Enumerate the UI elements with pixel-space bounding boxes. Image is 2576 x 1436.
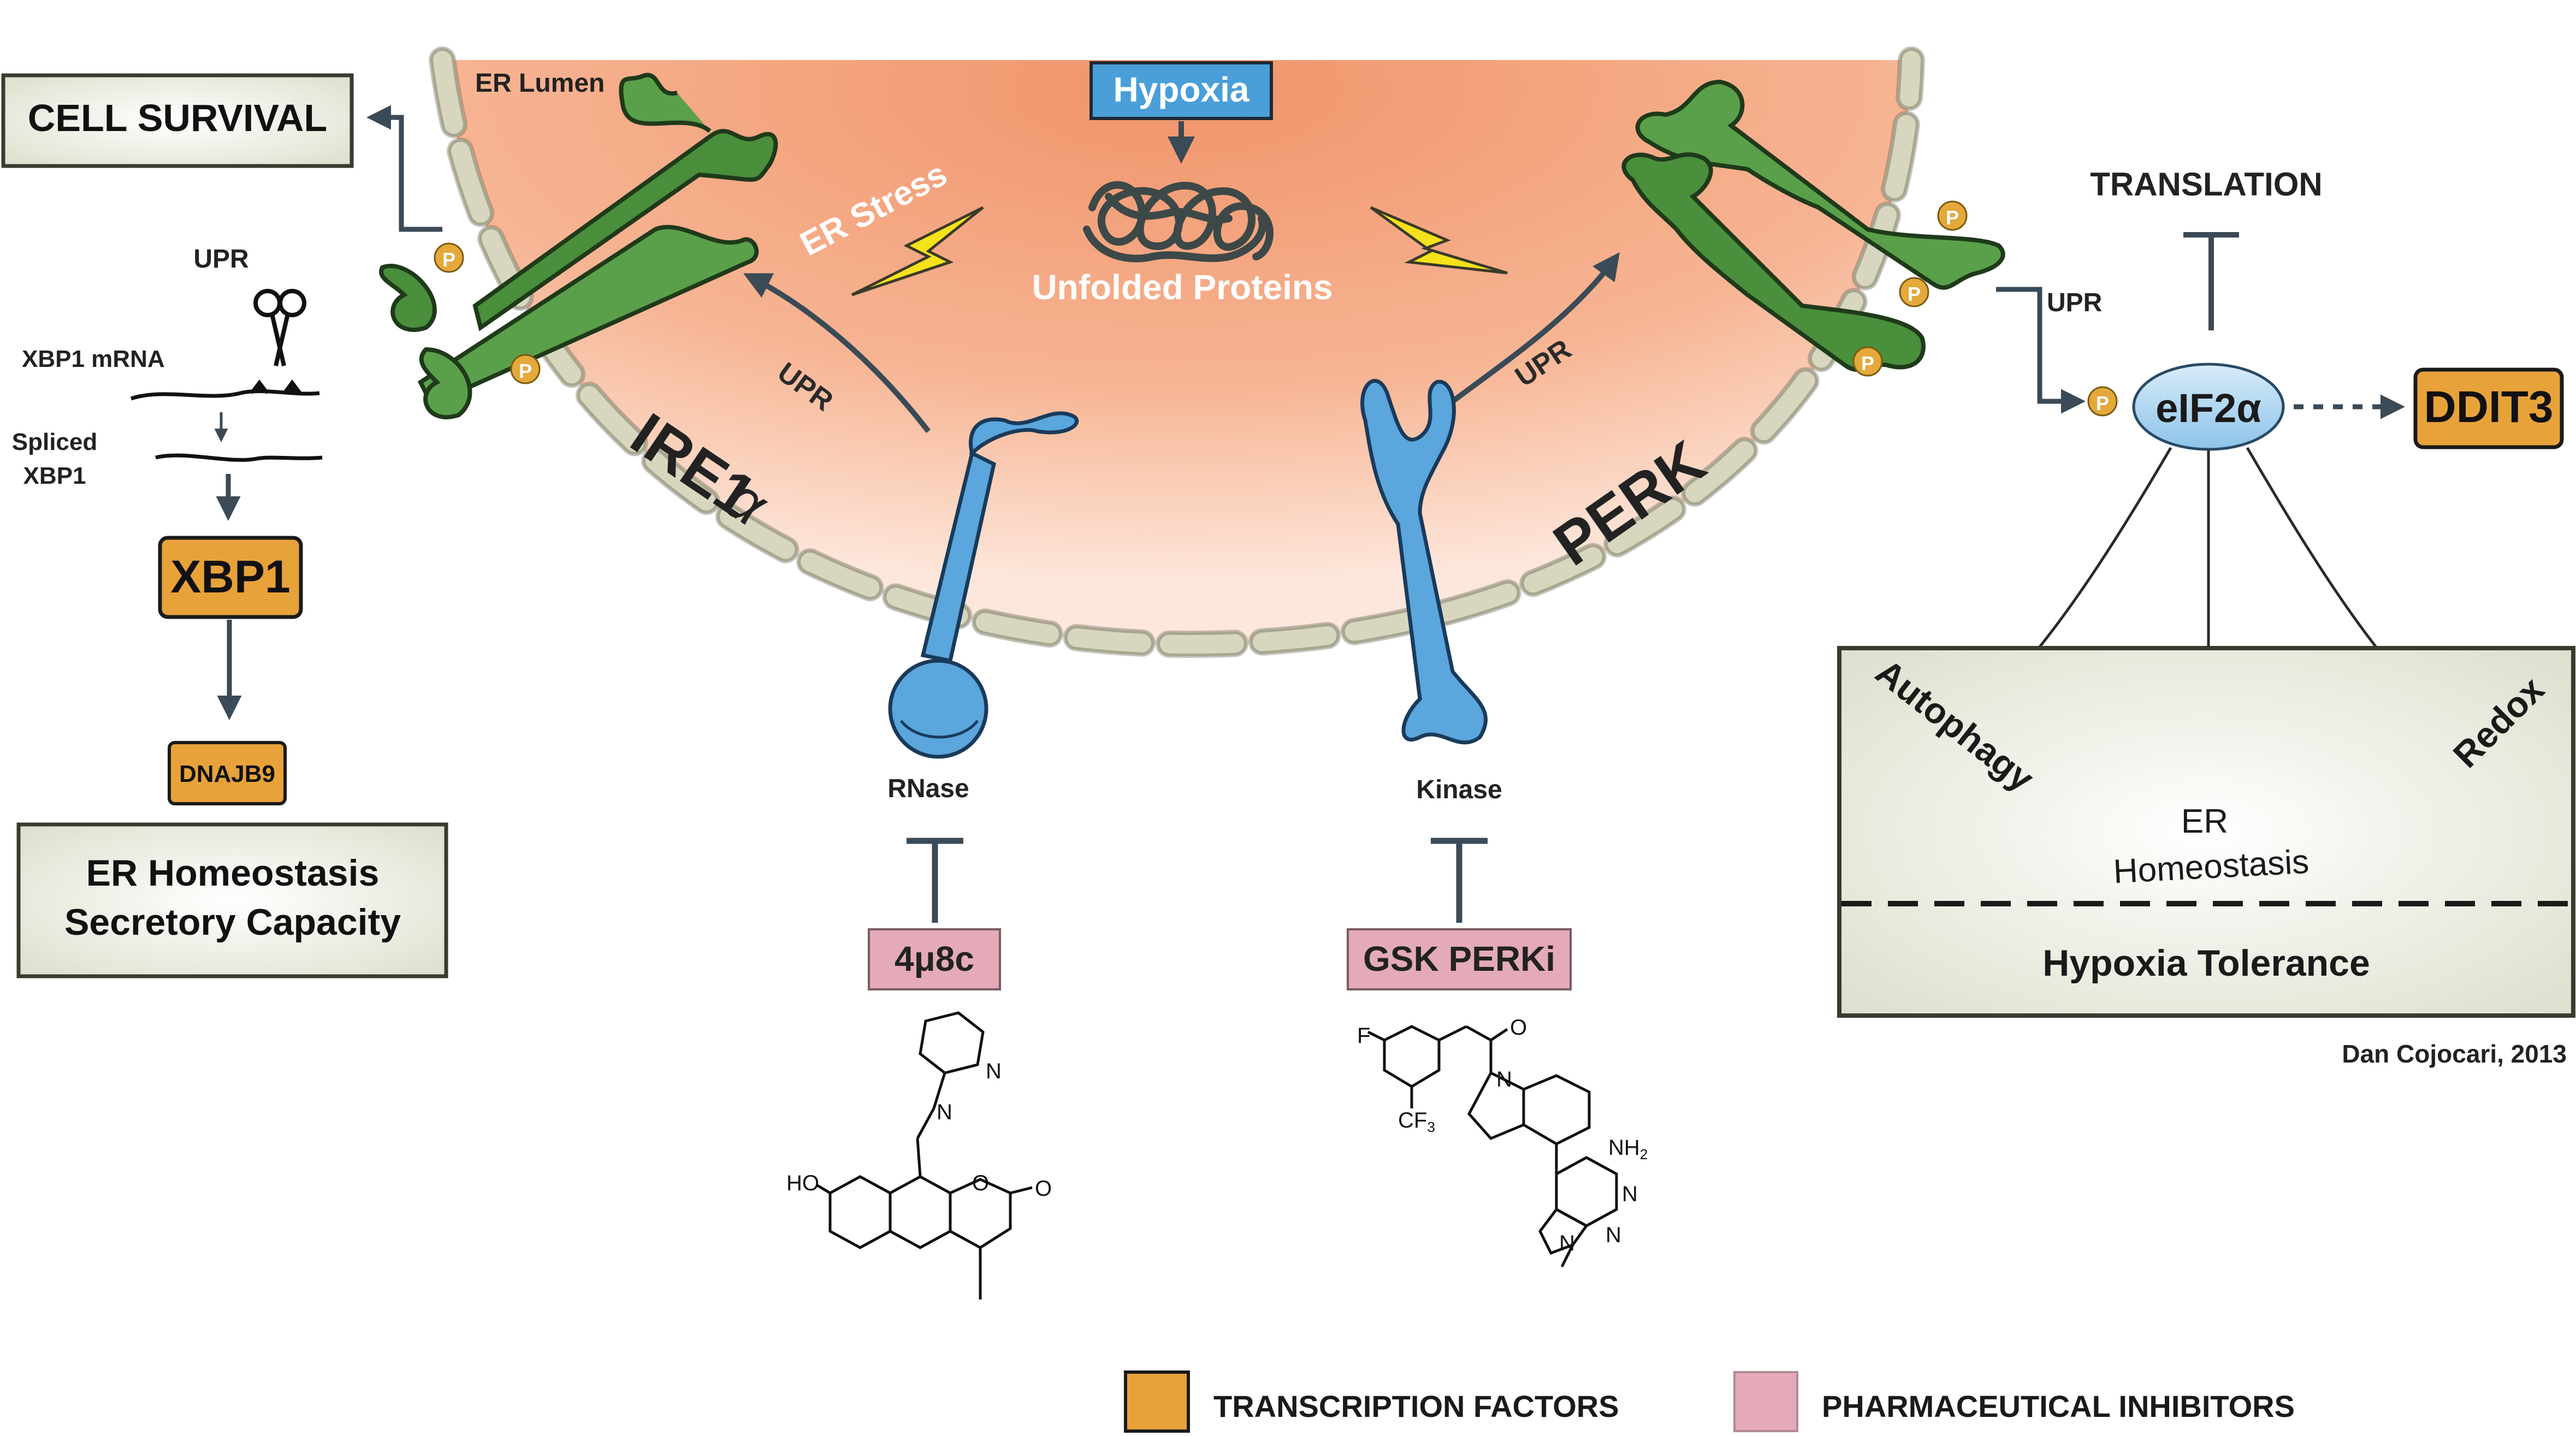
splice-site-marks <box>250 379 302 394</box>
dnajb9-box: DNAJB9 <box>168 741 287 805</box>
svg-text:N: N <box>1496 1067 1512 1091</box>
phospho-ire1-top: P <box>434 242 464 273</box>
svg-text:NH2: NH2 <box>1608 1136 1648 1162</box>
inhibitor-4u8c-label: 4μ8c <box>895 939 974 978</box>
xbp1-box: XBP1 <box>158 536 303 619</box>
svg-text:N: N <box>1559 1231 1575 1255</box>
upr-arrow-perk <box>1451 252 1620 404</box>
legend-swatch-transcription <box>1124 1370 1190 1433</box>
svg-text:P: P <box>442 248 455 271</box>
xbp1-mrna-label: XBP1 mRNA <box>22 346 165 372</box>
inhibition-bar-kinase <box>1431 838 1488 923</box>
legend: TRANSCRIPTION FACTORS PHARMACEUTICAL INH… <box>1124 1370 2295 1433</box>
svg-text:CF3: CF3 <box>1398 1108 1435 1135</box>
hypoxia-label: Hypoxia <box>1114 70 1249 109</box>
credit-label: Dan Cojocari, 2013 <box>2342 1040 2567 1068</box>
svg-text:N: N <box>1606 1223 1621 1247</box>
phospho-eif2a: P <box>2087 386 2118 417</box>
svg-text:P: P <box>2096 392 2109 414</box>
arrow-to-cell-survival <box>366 105 442 232</box>
phospho-perk-3: P <box>1852 346 1883 377</box>
svg-text:O: O <box>1510 1016 1527 1040</box>
legend-swatch-inhibitors <box>1733 1371 1798 1432</box>
eif2a-label: eIF2α <box>2155 385 2261 431</box>
ddit3-label: DDIT3 <box>2424 382 2554 432</box>
svg-text:N: N <box>986 1059 1002 1083</box>
svg-text:P: P <box>519 360 532 382</box>
eif2a-node: eIF2α <box>2132 363 2285 451</box>
perk-monomer <box>1360 379 1488 745</box>
gsk-perki-structure <box>1367 1025 1618 1268</box>
perk-dimer <box>1621 79 2005 372</box>
er-homeostasis-label: ER Homeostasis <box>86 852 380 894</box>
hypoxia-tolerance-label: Hypoxia Tolerance <box>2042 942 2370 984</box>
translation-label: TRANSLATION <box>2090 166 2323 203</box>
svg-text:HO: HO <box>786 1171 819 1195</box>
er-lumen-region <box>429 46 1925 658</box>
xbp1-label: XBP1 <box>170 551 290 602</box>
phospho-ire1-bottom: P <box>510 354 541 384</box>
lightning-bolt-left-icon <box>851 206 984 296</box>
inhibitor-gsk-perki-box: GSK PERKi <box>1347 928 1572 990</box>
cell-survival-box: CELL SURVIVAL <box>1 73 354 168</box>
spliced-xbp1-label-1: Spliced <box>12 429 98 455</box>
unfolded-proteins-label: Unfolded Proteins <box>1032 268 1333 307</box>
lightning-bolt-right-icon <box>1370 206 1508 275</box>
spliced-xbp1-label-2: XBP1 <box>23 462 86 489</box>
legend-transcription-label: TRANSCRIPTION FACTORS <box>1213 1389 1619 1423</box>
ire1-monomer <box>888 411 1079 759</box>
svg-text:P: P <box>1908 283 1921 305</box>
er-lumen-label: ER Lumen <box>475 69 605 98</box>
dnajb9-label: DNAJB9 <box>179 761 275 787</box>
ddit3-box: DDIT3 <box>2413 367 2564 449</box>
kinase-label: Kinase <box>1416 775 1502 804</box>
svg-text:F: F <box>1357 1024 1370 1048</box>
ire1-dimer <box>379 73 778 420</box>
unfolded-proteins-icon <box>1083 181 1274 263</box>
inhibition-bar-rnase <box>907 838 963 923</box>
arrow-perk-to-eif2a <box>1996 287 2086 414</box>
phospho-perk-1: P <box>1937 200 1968 231</box>
cell-survival-label: CELL SURVIVAL <box>28 97 327 139</box>
svg-text:P: P <box>1861 352 1874 375</box>
legend-inhibitors-label: PHARMACEUTICAL INHIBITORS <box>1822 1389 2295 1423</box>
svg-text:N: N <box>1622 1182 1638 1206</box>
upr-arrow-ire1 <box>743 273 931 434</box>
svg-text:P: P <box>1946 206 1959 229</box>
spliced-xbp1-line <box>155 453 323 462</box>
secretory-capacity-label: Secretory Capacity <box>64 901 401 943</box>
upr-left-label: UPR <box>193 245 248 274</box>
inhibitor-gsk-perki-label: GSK PERKi <box>1363 939 1555 978</box>
hypoxia-box: Hypoxia <box>1089 61 1273 120</box>
4u8c-structure <box>815 1011 1033 1299</box>
phospho-perk-2: P <box>1899 277 1929 307</box>
svg-text:N: N <box>937 1100 952 1124</box>
upr-right-label: UPR <box>2047 288 2102 317</box>
svg-text:O: O <box>972 1171 989 1195</box>
inhibition-bar-translation <box>2183 232 2239 330</box>
scissors-icon <box>253 289 306 366</box>
hypoxia-tolerance-box: Autophagy ER Homeostasis Redox Hypoxia T… <box>1837 646 2575 1018</box>
rnase-label: RNase <box>887 774 969 803</box>
er-box-label-1: ER <box>2181 803 2228 840</box>
svg-text:O: O <box>1035 1177 1052 1201</box>
inhibitor-4u8c-box: 4μ8c <box>868 928 1001 990</box>
er-homeostasis-secretory-box: ER Homeostasis Secretory Capacity <box>16 822 448 978</box>
